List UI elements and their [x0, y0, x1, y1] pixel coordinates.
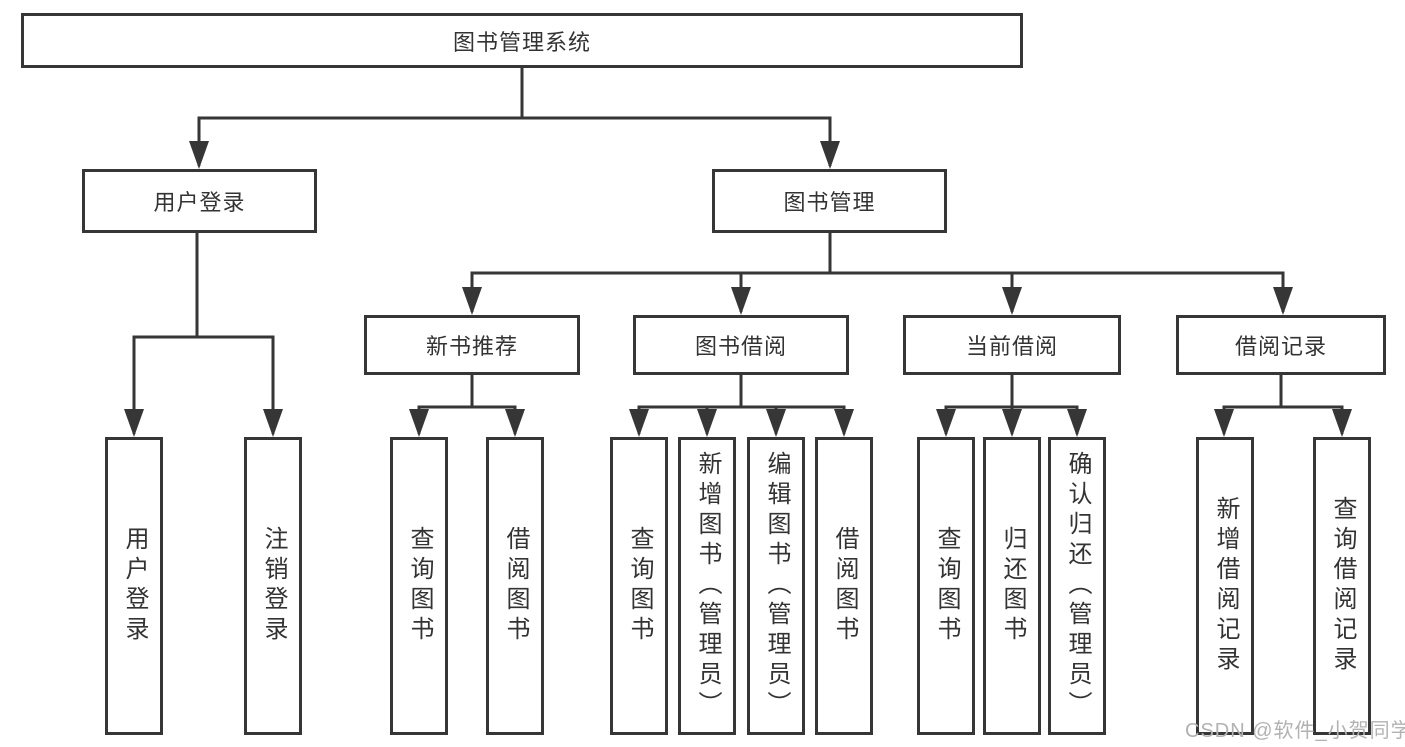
leaf-label: 用户登录	[121, 526, 148, 646]
leaf-label: 查询图书	[406, 526, 433, 646]
leaf-logout: 注销登录	[244, 437, 302, 735]
leaf-label: 编辑图书（管理员）	[763, 451, 790, 721]
node-user-login: 用户登录	[82, 169, 317, 233]
leaf-cur-query-books: 查询图书	[917, 437, 975, 735]
leaf-bor-edit-book-admin: 编辑图书（管理员）	[747, 437, 805, 735]
leaf-label: 查询借阅记录	[1329, 496, 1356, 676]
leaf-user-login: 用户登录	[105, 437, 163, 735]
leaf-bor-borrow-books: 借阅图书	[815, 437, 873, 735]
leaf-hist-add-borrow-record: 新增借阅记录	[1196, 437, 1254, 735]
node-library-management-system: 图书管理系统	[21, 13, 1023, 68]
leaf-label: 查询图书	[626, 526, 653, 646]
arrowheads	[124, 141, 1352, 437]
leaf-rec-borrow-books: 借阅图书	[486, 437, 544, 735]
node-new-book-recommendation: 新书推荐	[364, 315, 580, 375]
leaf-label: 借阅图书	[502, 526, 529, 646]
leaf-label: 借阅图书	[831, 526, 858, 646]
leaf-label: 查询图书	[933, 526, 960, 646]
leaf-label: 新增图书（管理员）	[694, 451, 721, 721]
node-book-management: 图书管理	[712, 169, 947, 233]
leaf-hist-query-borrow-record: 查询借阅记录	[1313, 437, 1371, 735]
leaf-label: 确认归还（管理员）	[1064, 451, 1091, 721]
leaf-cur-confirm-return-admin: 确认归还（管理员）	[1048, 437, 1106, 735]
leaf-bor-query-books: 查询图书	[610, 437, 668, 735]
leaf-cur-return-books: 归还图书	[983, 437, 1041, 735]
node-borrowing-records: 借阅记录	[1176, 315, 1386, 375]
node-book-borrowing: 图书借阅	[633, 315, 849, 375]
node-current-borrowing: 当前借阅	[903, 315, 1121, 375]
csdn-watermark: CSDN @软件_小贺同学	[1185, 720, 1405, 742]
leaf-label: 归还图书	[999, 526, 1026, 646]
leaf-rec-query-books: 查询图书	[390, 437, 448, 735]
leaf-label: 新增借阅记录	[1212, 496, 1239, 676]
leaf-bor-add-book-admin: 新增图书（管理员）	[678, 437, 736, 735]
leaf-label: 注销登录	[260, 526, 287, 646]
